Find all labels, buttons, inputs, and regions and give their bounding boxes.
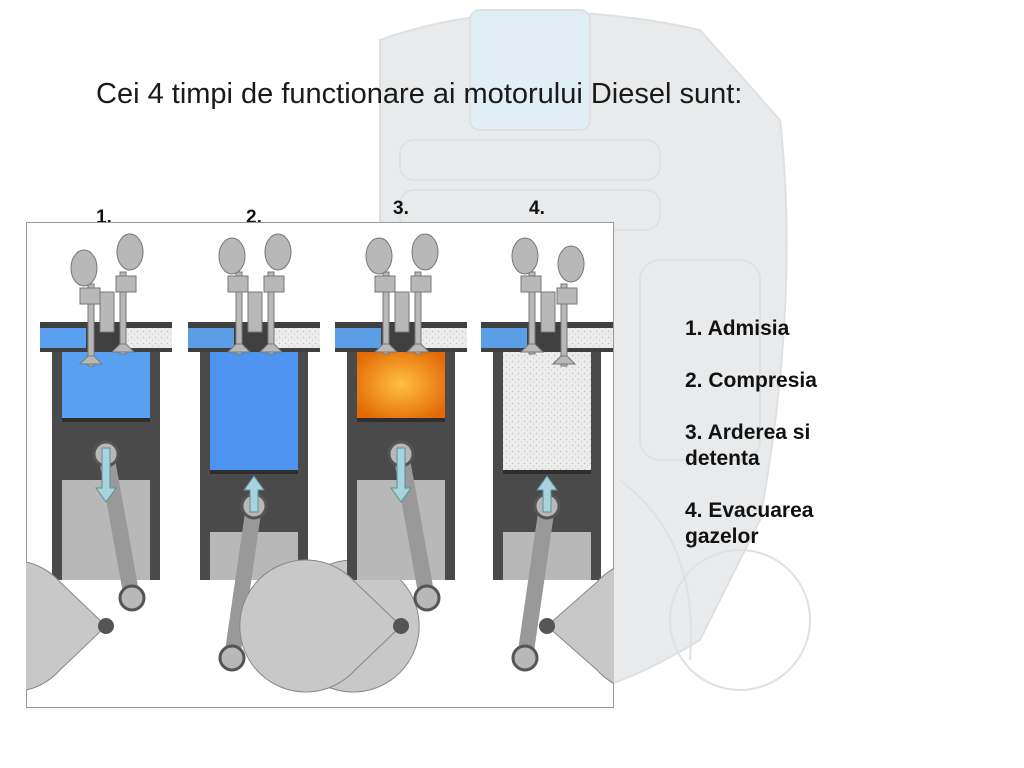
cylinder-wall-left <box>200 352 210 580</box>
legend-item-intake: 1. Admisia <box>685 317 790 340</box>
cylinder-exhaust <box>481 237 614 685</box>
intake-valve-head <box>373 343 399 353</box>
crank-wheel <box>26 561 107 691</box>
connecting-rod <box>224 498 262 666</box>
cylinder-wall-right <box>150 352 160 580</box>
piston-ring <box>503 470 591 474</box>
intake-valve-stem <box>235 271 243 355</box>
intake-tappet <box>374 275 396 293</box>
fuel-injector <box>540 291 556 333</box>
exhaust-tappet <box>115 275 137 293</box>
piston-ring <box>357 418 445 422</box>
crankshaft-center <box>98 618 114 634</box>
intake-port <box>335 328 381 348</box>
intake-valve-head <box>78 355 104 365</box>
intake-tappet <box>79 287 101 305</box>
cylinder-intake <box>26 233 172 691</box>
cylinder-wall-right <box>445 352 455 580</box>
piston-ring <box>62 418 150 422</box>
crank-wheel <box>546 567 614 685</box>
intake-tappet <box>520 275 542 293</box>
crank-wheel <box>239 559 402 693</box>
exhaust-tappet <box>556 287 578 305</box>
cylinder-combustion <box>239 233 467 693</box>
exhaust-cam <box>557 245 585 283</box>
arrow-up-icon <box>243 475 265 513</box>
crankshaft-center <box>539 618 555 634</box>
intake-port <box>188 328 234 348</box>
stroke-legend: 1. Admisia 2. Compresia 3. Arderea si de… <box>685 316 885 576</box>
exhaust-port <box>567 328 613 348</box>
intake-cam <box>70 249 98 287</box>
exhaust-valve-stem <box>267 271 275 355</box>
intake-cam <box>365 237 393 275</box>
exhaust-valve-head <box>110 343 136 353</box>
legend-item-compression: 2. Compresia <box>685 369 817 392</box>
fuel-injector <box>99 291 115 333</box>
exhaust-valve-stem <box>119 271 127 355</box>
cylinder-wall-left <box>347 352 357 580</box>
exhaust-valve-stem <box>560 283 568 367</box>
intake-valve-stem <box>528 271 536 355</box>
cylinder-wall-left <box>52 352 62 580</box>
arrow-down-icon <box>390 447 412 503</box>
stroke-number-3: 3. <box>393 198 409 219</box>
crank-pin <box>118 584 146 612</box>
intake-port <box>40 328 86 348</box>
crank-pin <box>511 644 539 672</box>
exhaust-tappet <box>410 275 432 293</box>
chamber-gas <box>210 350 298 470</box>
intake-valve-head <box>226 343 252 353</box>
exhaust-port <box>274 328 320 348</box>
cylinder-wall-right <box>591 352 601 580</box>
exhaust-valve-head <box>551 355 577 365</box>
exhaust-valve-stem <box>414 271 422 355</box>
piston-ring <box>210 470 298 474</box>
diesel-four-stroke-diagram <box>26 222 614 708</box>
exhaust-port <box>421 328 467 348</box>
intake-valve-stem <box>382 271 390 355</box>
chamber-gas <box>62 350 150 418</box>
stroke-number-4: 4. <box>529 198 545 219</box>
intake-valve-head <box>519 343 545 353</box>
cylinder-wall-left <box>493 352 503 580</box>
page-title: Cei 4 timpi de functionare ai motorului … <box>96 78 743 110</box>
intake-port <box>481 328 527 348</box>
exhaust-cam <box>264 233 292 271</box>
exhaust-cam <box>116 233 144 271</box>
fuel-injector <box>394 291 410 333</box>
intake-cam <box>218 237 246 275</box>
cylinder-wall-right <box>298 352 308 580</box>
arrow-up-icon <box>536 475 558 513</box>
exhaust-valve-head <box>258 343 284 353</box>
crank-pin <box>218 644 246 672</box>
chamber-gas <box>503 350 591 470</box>
legend-item-exhaust: 4. Evacuarea gazelor <box>685 499 814 548</box>
fuel-injector <box>247 291 263 333</box>
intake-tappet <box>227 275 249 293</box>
legend-item-combustion: 3. Arderea si detenta <box>685 421 811 470</box>
exhaust-cam <box>411 233 439 271</box>
crankshaft-center <box>393 618 409 634</box>
exhaust-port <box>126 328 172 348</box>
crank-pin <box>413 584 441 612</box>
intake-valve-stem <box>87 283 95 367</box>
exhaust-valve-head <box>405 343 431 353</box>
arrow-down-icon <box>95 447 117 503</box>
intake-cam <box>511 237 539 275</box>
connecting-rod <box>517 498 555 666</box>
chamber-gas <box>357 350 445 418</box>
exhaust-tappet <box>263 275 285 293</box>
